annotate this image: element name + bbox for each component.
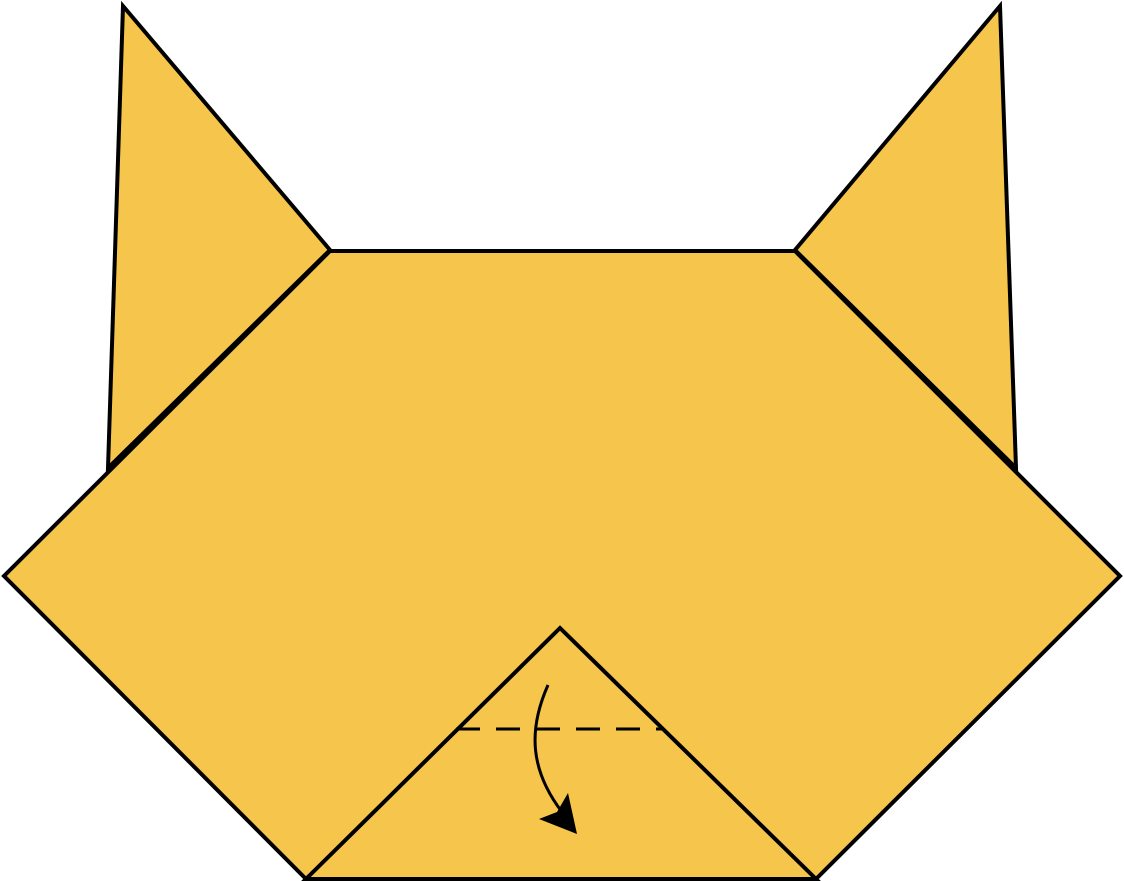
chin-flap (301, 625, 821, 881)
fold-arrow-head (539, 793, 577, 834)
fold-arrow (533, 684, 564, 813)
